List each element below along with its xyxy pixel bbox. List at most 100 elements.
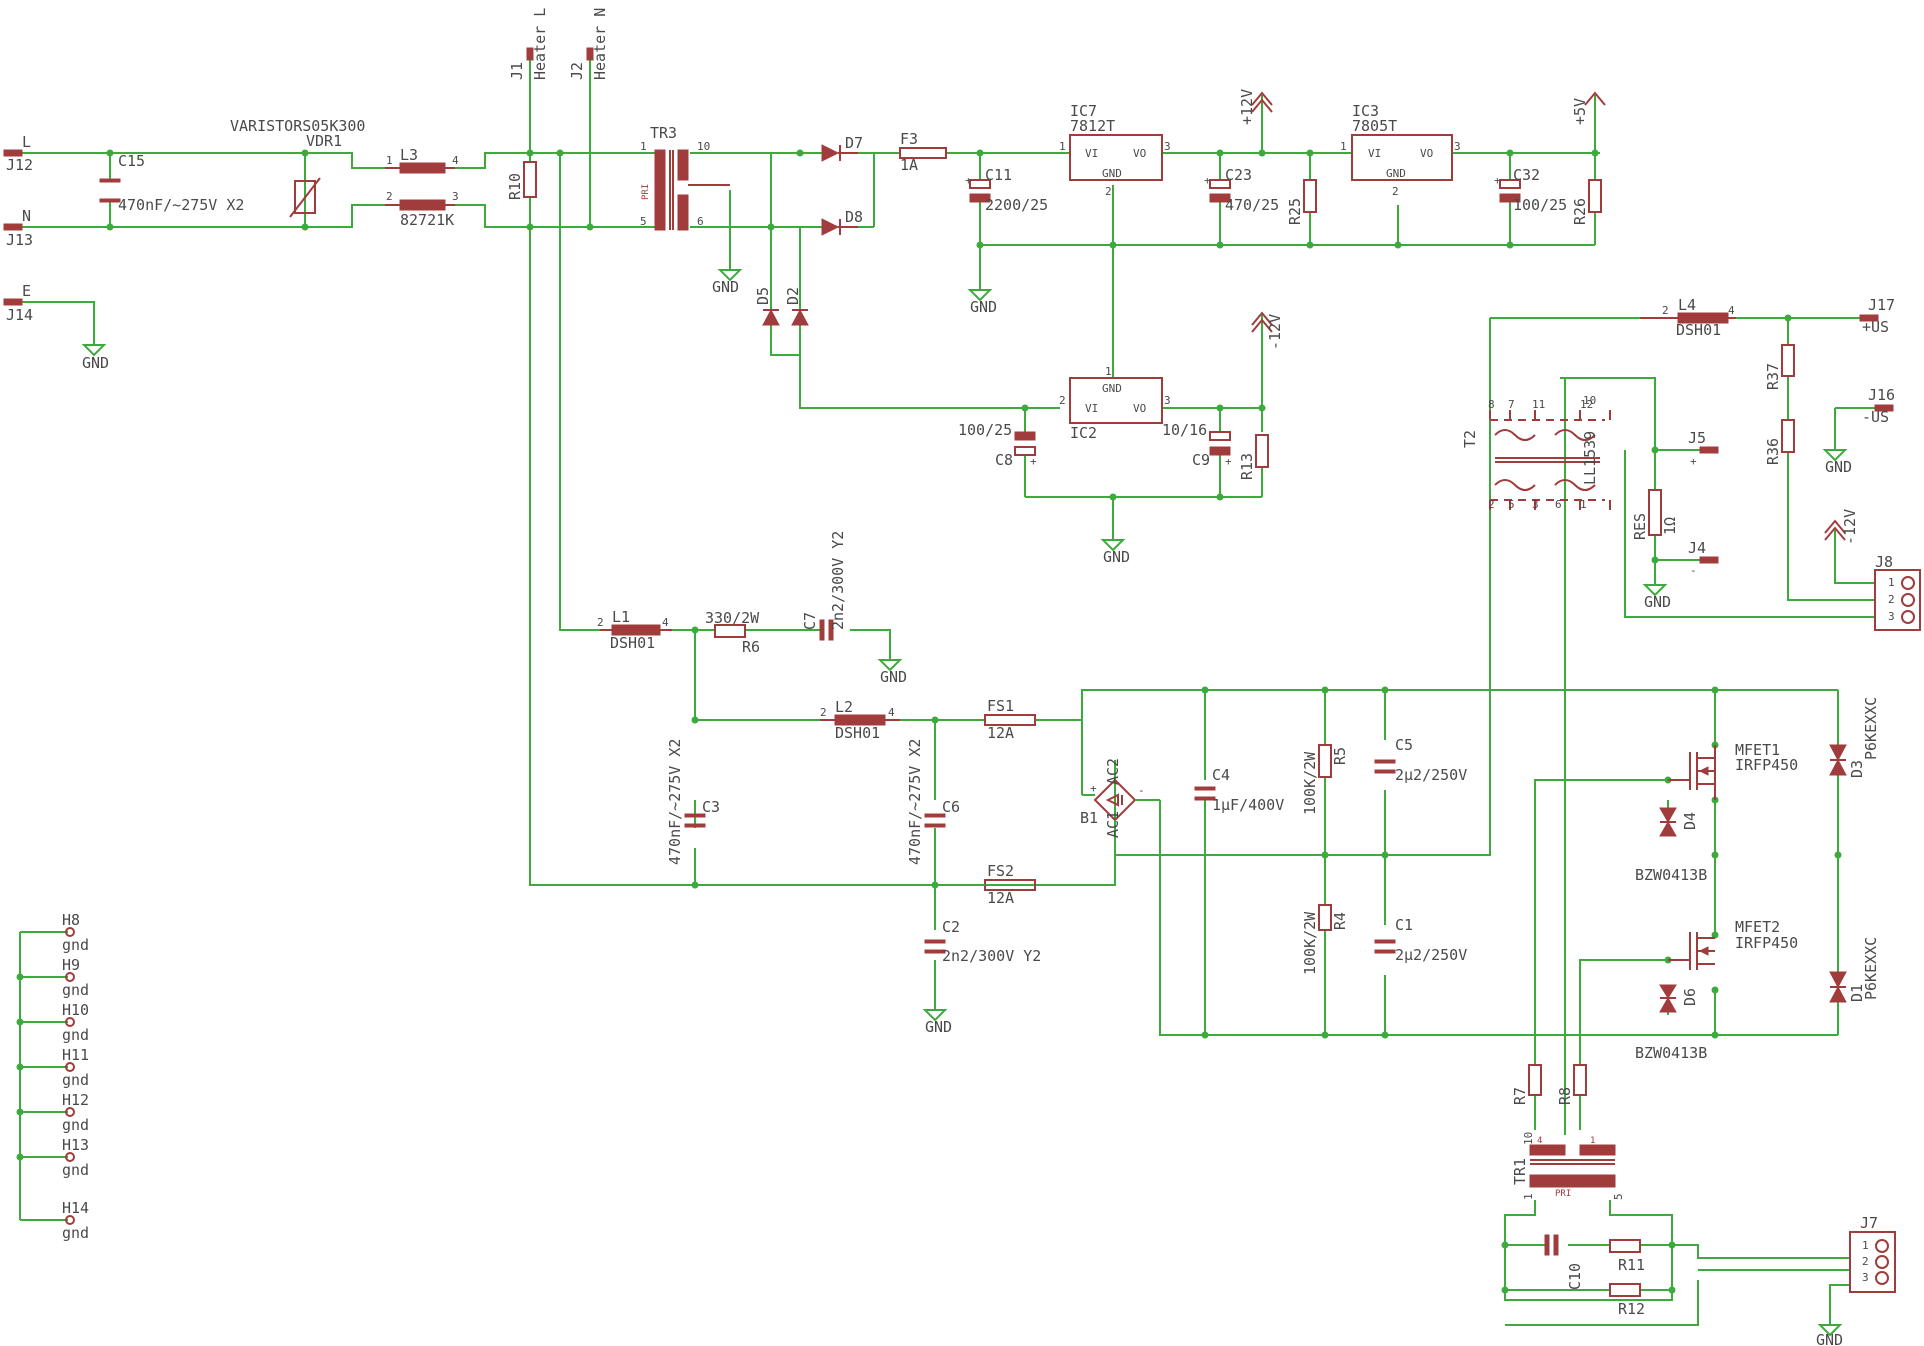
svg-text:VO: VO [1133, 402, 1146, 415]
tvs-diode-d1: D1 P6KEXXC [1829, 937, 1880, 1003]
svg-text:IRFP450: IRFP450 [1735, 934, 1798, 952]
ground-symbol-j16: GND [1822, 449, 1852, 476]
svg-text:+: + [1030, 455, 1037, 468]
svg-text:GND: GND [712, 278, 739, 296]
capacitor-c7: C7 2n2/300V Y2 [801, 531, 847, 641]
svg-text:gnd: gnd [62, 936, 89, 954]
svg-text:D6: D6 [1681, 988, 1699, 1006]
svg-text:1: 1 [1340, 140, 1347, 153]
svg-text:3: 3 [1454, 140, 1461, 153]
svg-text:10: 10 [697, 140, 710, 153]
svg-text:gnd: gnd [62, 1161, 89, 1179]
svg-text:GND: GND [1103, 548, 1130, 566]
svg-text:1Ω: 1Ω [1661, 517, 1679, 535]
svg-text:+: + [1090, 782, 1097, 795]
svg-text:E: E [22, 282, 31, 300]
ground-symbol-c11: GND [967, 289, 997, 316]
supply-arrow-minus12v-j8: -12V [1824, 509, 1859, 545]
svg-text:J14: J14 [6, 306, 33, 324]
svg-text:H10: H10 [62, 1001, 89, 1019]
capacitor-c11: + C11 2200/25 [965, 166, 1048, 214]
ground-symbol-tr3: GND [712, 269, 743, 296]
svg-text:2: 2 [1888, 593, 1895, 606]
svg-text:J7: J7 [1860, 1214, 1878, 1232]
svg-text:R37: R37 [1764, 363, 1782, 390]
resistor-r37: R37 [1764, 344, 1795, 390]
svg-text:L4: L4 [1678, 296, 1696, 314]
svg-text:D2: D2 [784, 287, 802, 305]
supply-arrow-minus12v: -12V [1251, 311, 1284, 350]
svg-text:3: 3 [1164, 140, 1171, 153]
svg-text:2: 2 [1105, 185, 1112, 198]
svg-text:4: 4 [662, 616, 669, 629]
ground-symbol-c7: GND [877, 659, 907, 686]
svg-text:2µ2/250V: 2µ2/250V [1395, 766, 1467, 784]
capacitor-c3: C3 470nF/~275V X2 [666, 739, 720, 865]
svg-text:2: 2 [1862, 1255, 1869, 1268]
svg-text:D3: D3 [1848, 760, 1866, 778]
capacitor-c15: C15 470nF/~275V X2 [99, 152, 244, 214]
resistor-r12: R12 [1609, 1283, 1645, 1318]
svg-text:BZW0413B: BZW0413B [1635, 1044, 1707, 1062]
svg-text:GND: GND [970, 298, 997, 316]
capacitor-c23: + C23 470/25 [1204, 166, 1279, 214]
transformer-tr1: PRI 4 1 TR1 10 1 5 [1511, 1132, 1625, 1200]
svg-text:MFET1: MFET1 [1735, 741, 1780, 759]
svg-text:7: 7 [1508, 398, 1515, 411]
svg-text:+5V: +5V [1571, 98, 1589, 125]
svg-text:LL1539: LL1539 [1581, 431, 1599, 485]
svg-text:RES: RES [1631, 513, 1649, 540]
svg-text:N: N [22, 207, 31, 225]
svg-text:BZW0413B: BZW0413B [1635, 866, 1707, 884]
svg-text:-: - [1690, 564, 1697, 577]
ground-symbol-c2: GND [922, 1009, 952, 1036]
resistor-r6: 330/2W R6 [705, 609, 760, 656]
diode-d8: D8 [821, 208, 863, 236]
svg-text:TR3: TR3 [650, 124, 677, 142]
svg-text:J12: J12 [6, 156, 33, 174]
svg-text:L2: L2 [835, 698, 853, 716]
svg-text:GND: GND [1816, 1331, 1843, 1346]
svg-text:FS2: FS2 [987, 862, 1014, 880]
svg-text:1: 1 [1059, 140, 1066, 153]
svg-text:330/2W: 330/2W [705, 609, 760, 627]
svg-text:4: 4 [1728, 304, 1735, 317]
capacitor-c32: + C32 100/25 [1494, 166, 1567, 214]
svg-text:2200/25: 2200/25 [985, 196, 1048, 214]
svg-text:470nF/~275V X2: 470nF/~275V X2 [666, 739, 684, 865]
svg-text:D4: D4 [1681, 812, 1699, 830]
svg-text:C7: C7 [801, 612, 819, 630]
svg-text:gnd: gnd [62, 1116, 89, 1134]
svg-text:100/25: 100/25 [1513, 196, 1567, 214]
svg-text:PRI: PRI [1555, 1189, 1571, 1199]
svg-text:GND: GND [1644, 593, 1671, 611]
svg-text:D1: D1 [1848, 984, 1866, 1002]
svg-text:VI: VI [1085, 402, 1098, 415]
svg-text:+12V: +12V [1238, 89, 1256, 125]
svg-text:C1: C1 [1395, 916, 1413, 934]
svg-text:MFET2: MFET2 [1735, 918, 1780, 936]
svg-text:J16: J16 [1868, 386, 1895, 404]
resistor-r13: R13 [1238, 434, 1269, 480]
svg-text:R25: R25 [1286, 198, 1304, 225]
connector-j13: N J13 [3, 207, 33, 249]
svg-text:gnd: gnd [62, 1224, 89, 1242]
svg-text:J1: J1 [508, 62, 526, 80]
svg-text:R11: R11 [1618, 1256, 1645, 1274]
diode-d7: D7 [821, 134, 863, 162]
supply-arrow-12v: +12V [1238, 89, 1273, 125]
svg-text:12A: 12A [987, 724, 1014, 742]
capacitor-c4: C4 1µF/400V [1194, 766, 1284, 814]
connector-j4: J4 - [1688, 539, 1719, 577]
svg-text:C11: C11 [985, 166, 1012, 184]
svg-text:5: 5 [640, 215, 647, 228]
svg-text:D7: D7 [845, 134, 863, 152]
varistor-vdr1: VARISTORS05K300 VDR1 [230, 117, 365, 218]
svg-text:3: 3 [1164, 394, 1171, 407]
svg-text:12: 12 [1580, 398, 1593, 411]
svg-text:1: 1 [1888, 576, 1895, 589]
svg-text:IRFP450: IRFP450 [1735, 756, 1798, 774]
svg-text:1: 1 [1105, 365, 1112, 378]
svg-text:gnd: gnd [62, 1071, 89, 1089]
